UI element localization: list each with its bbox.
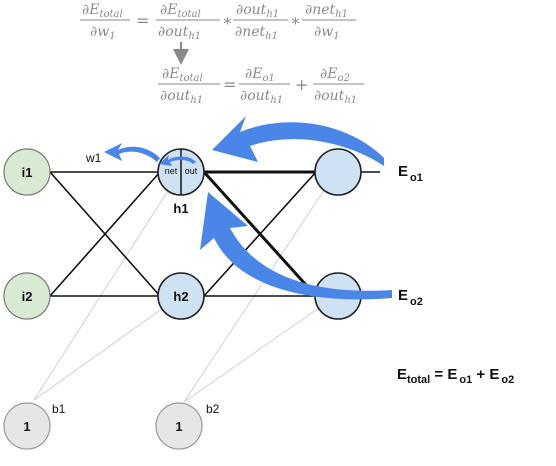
formula-bottom-f2-num: ∂Eo2	[320, 66, 350, 84]
formula-top-lhs-num: ∂Etotal	[82, 2, 123, 20]
formula-top-star2: ∗	[290, 11, 301, 30]
formula-top-eq: =	[136, 11, 149, 30]
node-bias1: 1	[3, 402, 51, 450]
b1-label: b1	[52, 402, 66, 416]
formula-top-f2-den: ∂neth1	[235, 24, 278, 42]
highlighted-connections	[202, 170, 318, 298]
bias2-value: 1	[175, 419, 182, 434]
backprop-arrow-to-w1-icon	[104, 143, 160, 162]
backprop-arrow-in-h1-icon	[159, 155, 196, 166]
node-i1: i1	[3, 148, 51, 196]
w1-label: w1	[85, 151, 102, 165]
formula-top-star1: ∗	[222, 11, 233, 30]
formula-bottom-f1-num: ∂Eo1	[245, 66, 275, 84]
formula-bottom-eq: =	[223, 75, 236, 94]
backprop-arrow-from-eo1-icon	[212, 116, 384, 166]
bias1-value: 1	[23, 419, 30, 434]
formula-top-lhs-den: ∂w1	[90, 24, 116, 42]
b2-label: b2	[206, 402, 220, 416]
i2-h1-edge	[49, 171, 161, 297]
bias2-to-o2-edge	[183, 295, 337, 403]
node-i2-label: i2	[22, 289, 33, 304]
node-h2-label: h2	[173, 289, 188, 304]
backprop-arrow-from-eo2-icon	[200, 192, 392, 300]
bias2-to-o1-edge	[183, 171, 337, 403]
formula-bottom-lhs-den: ∂outh1	[160, 88, 203, 106]
node-bias2: 1	[155, 402, 203, 450]
node-h1-label: h1	[173, 201, 188, 216]
h1-out-label: out	[185, 166, 198, 176]
formula-top-f1-num: ∂Etotal	[160, 2, 201, 20]
bias1-to-h2-edge	[33, 295, 181, 401]
h1-o2-edge	[202, 170, 318, 298]
formula-bottom-lhs-num: ∂Etotal	[162, 66, 203, 84]
formula-top-f1-den: ∂outh1	[158, 24, 201, 42]
formula-bottom-f1-den: ∂outh1	[240, 88, 283, 106]
formula-bottom-f2-den: ∂outh1	[314, 88, 357, 106]
formula-top-f3-den: ∂w1	[314, 24, 340, 42]
node-i2: i2	[3, 272, 51, 320]
h1-net-label: net	[165, 166, 178, 176]
node-h2: h2	[157, 272, 205, 320]
formula-bottom-plus: +	[295, 75, 308, 94]
node-o1	[314, 148, 362, 196]
formula-top-f2-num: ∂outh1	[236, 2, 279, 20]
formula-top-f3-num: ∂neth1	[305, 2, 348, 20]
bias1-to-h1-edge	[33, 171, 181, 401]
formula-output-sum: ∂Etotal ∂outh1 = ∂Eo1 ∂outh1 + ∂Eo2 ∂out…	[158, 66, 364, 106]
formula-chain-rule: ∂Etotal ∂w1 = ∂Etotal ∂outh1 ∗ ∂outh1 ∂n…	[80, 2, 356, 42]
bias-connections	[33, 171, 337, 403]
node-i1-label: i1	[22, 165, 33, 180]
